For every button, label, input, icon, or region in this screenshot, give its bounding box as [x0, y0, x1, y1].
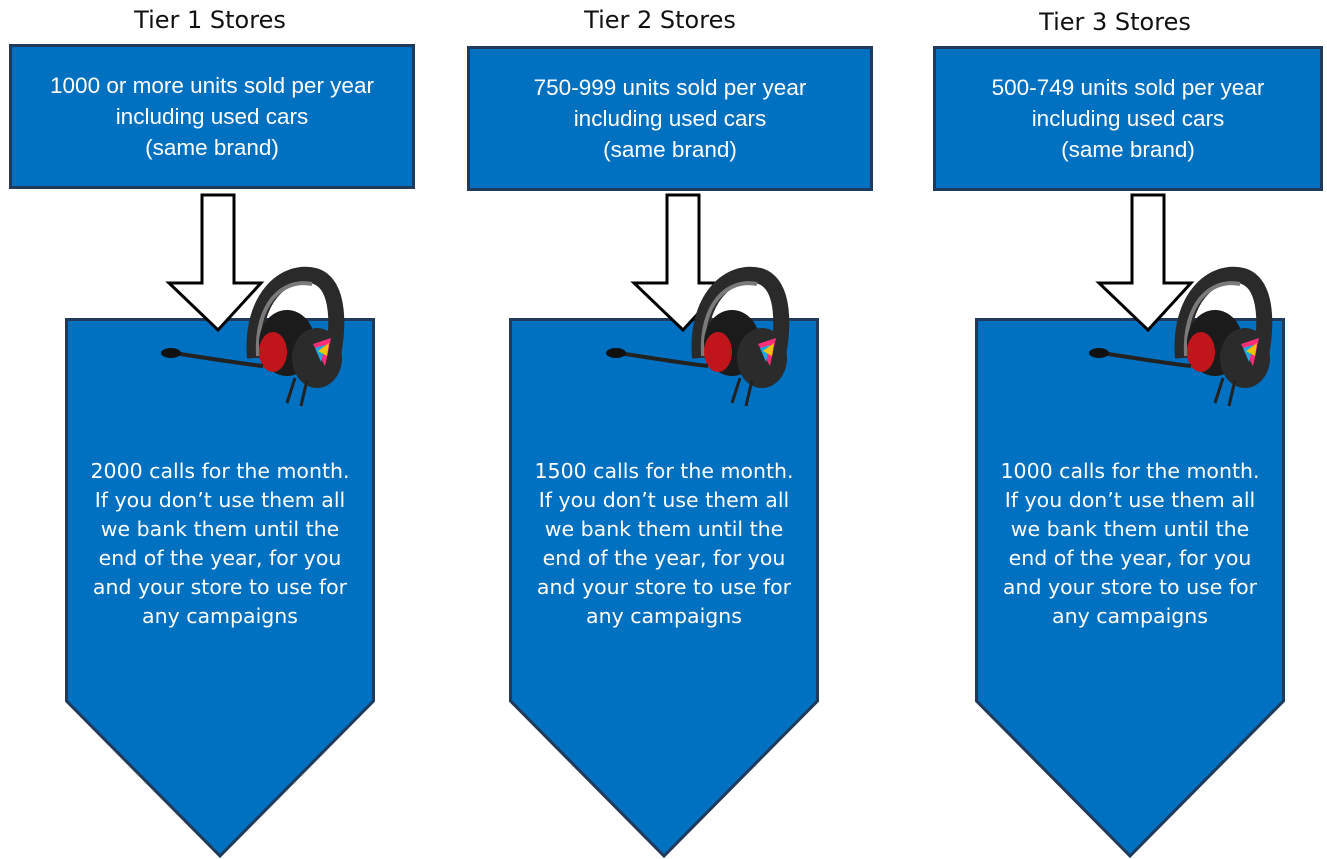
tier-2-column: Tier 2 Stores 750-999 units sold per yea…	[445, 0, 875, 859]
tier-2-pentagon-banner	[509, 318, 819, 858]
tier-3-calls-line: any campaigns	[1052, 604, 1208, 628]
tier-2-calls-text: 1500 calls for the month. If you don’t u…	[509, 457, 819, 631]
tier-3-column: Tier 3 Stores 500-749 units sold per yea…	[905, 0, 1325, 859]
tier-1-calls-line: 2000 calls for the month.	[90, 459, 350, 483]
tier-2-calls-line: we bank them until the	[544, 517, 784, 541]
tier-3-down-arrow-icon	[1095, 193, 1195, 333]
tier-1-calls-line: end of the year, for you	[98, 546, 342, 570]
tier-2-calls-line: If you don’t use them all	[538, 488, 790, 512]
tier-1-criteria-box: 1000 or more units sold per year includi…	[9, 44, 415, 189]
tier-3-criteria-line: 500-749 units sold per year	[991, 75, 1265, 100]
headset-icon	[161, 266, 345, 407]
tier-1-pentagon-banner	[65, 318, 375, 858]
tier-3-calls-line: 1000 calls for the month.	[1000, 459, 1260, 483]
tier-1-calls-line: and your store to use for	[92, 575, 348, 599]
tier-1-calls-line: we bank them until the	[100, 517, 340, 541]
tier-3-calls-text: 1000 calls for the month. If you don’t u…	[975, 457, 1285, 631]
tier-3-calls-line: and your store to use for	[1002, 575, 1258, 599]
tier-2-criteria-line: (same brand)	[603, 137, 737, 162]
tier-1-criteria-line: (same brand)	[145, 135, 279, 160]
tier-2-calls-line: end of the year, for you	[542, 546, 786, 570]
tier-2-calls-line: and your store to use for	[536, 575, 792, 599]
tier-2-calls-line: 1500 calls for the month.	[534, 459, 794, 483]
tier-3-criteria-line: including used cars	[1031, 106, 1225, 131]
tier-2-criteria-line: 750-999 units sold per year	[533, 75, 807, 100]
tier-2-title: Tier 2 Stores	[584, 6, 736, 34]
tier-2-criteria-box: 750-999 units sold per year including us…	[467, 46, 873, 191]
headset-icon	[606, 266, 790, 407]
tier-1-calls-line: If you don’t use them all	[94, 488, 346, 512]
tier-1-title: Tier 1 Stores	[134, 6, 286, 34]
tier-1-down-arrow-icon	[165, 193, 265, 333]
tier-3-criteria-line: (same brand)	[1061, 137, 1195, 162]
tier-2-criteria-line: including used cars	[573, 106, 767, 131]
tier-3-title: Tier 3 Stores	[1039, 8, 1191, 36]
tier-1-criteria-line: 1000 or more units sold per year	[50, 73, 374, 98]
tier-1-calls-text: 2000 calls for the month. If you don’t u…	[65, 457, 375, 631]
tier-3-calls-line: end of the year, for you	[1008, 546, 1252, 570]
tier-1-criteria-line: including used cars	[115, 104, 309, 129]
tier-1-column: Tier 1 Stores 1000 or more units sold pe…	[0, 0, 420, 859]
tier-1-calls-line: any campaigns	[142, 604, 298, 628]
tier-2-calls-line: any campaigns	[586, 604, 742, 628]
tier-3-calls-line: we bank them until the	[1010, 517, 1250, 541]
tier-3-calls-line: If you don’t use them all	[1004, 488, 1256, 512]
tier-3-criteria-box: 500-749 units sold per year including us…	[933, 46, 1323, 191]
headset-icon	[1089, 266, 1273, 407]
